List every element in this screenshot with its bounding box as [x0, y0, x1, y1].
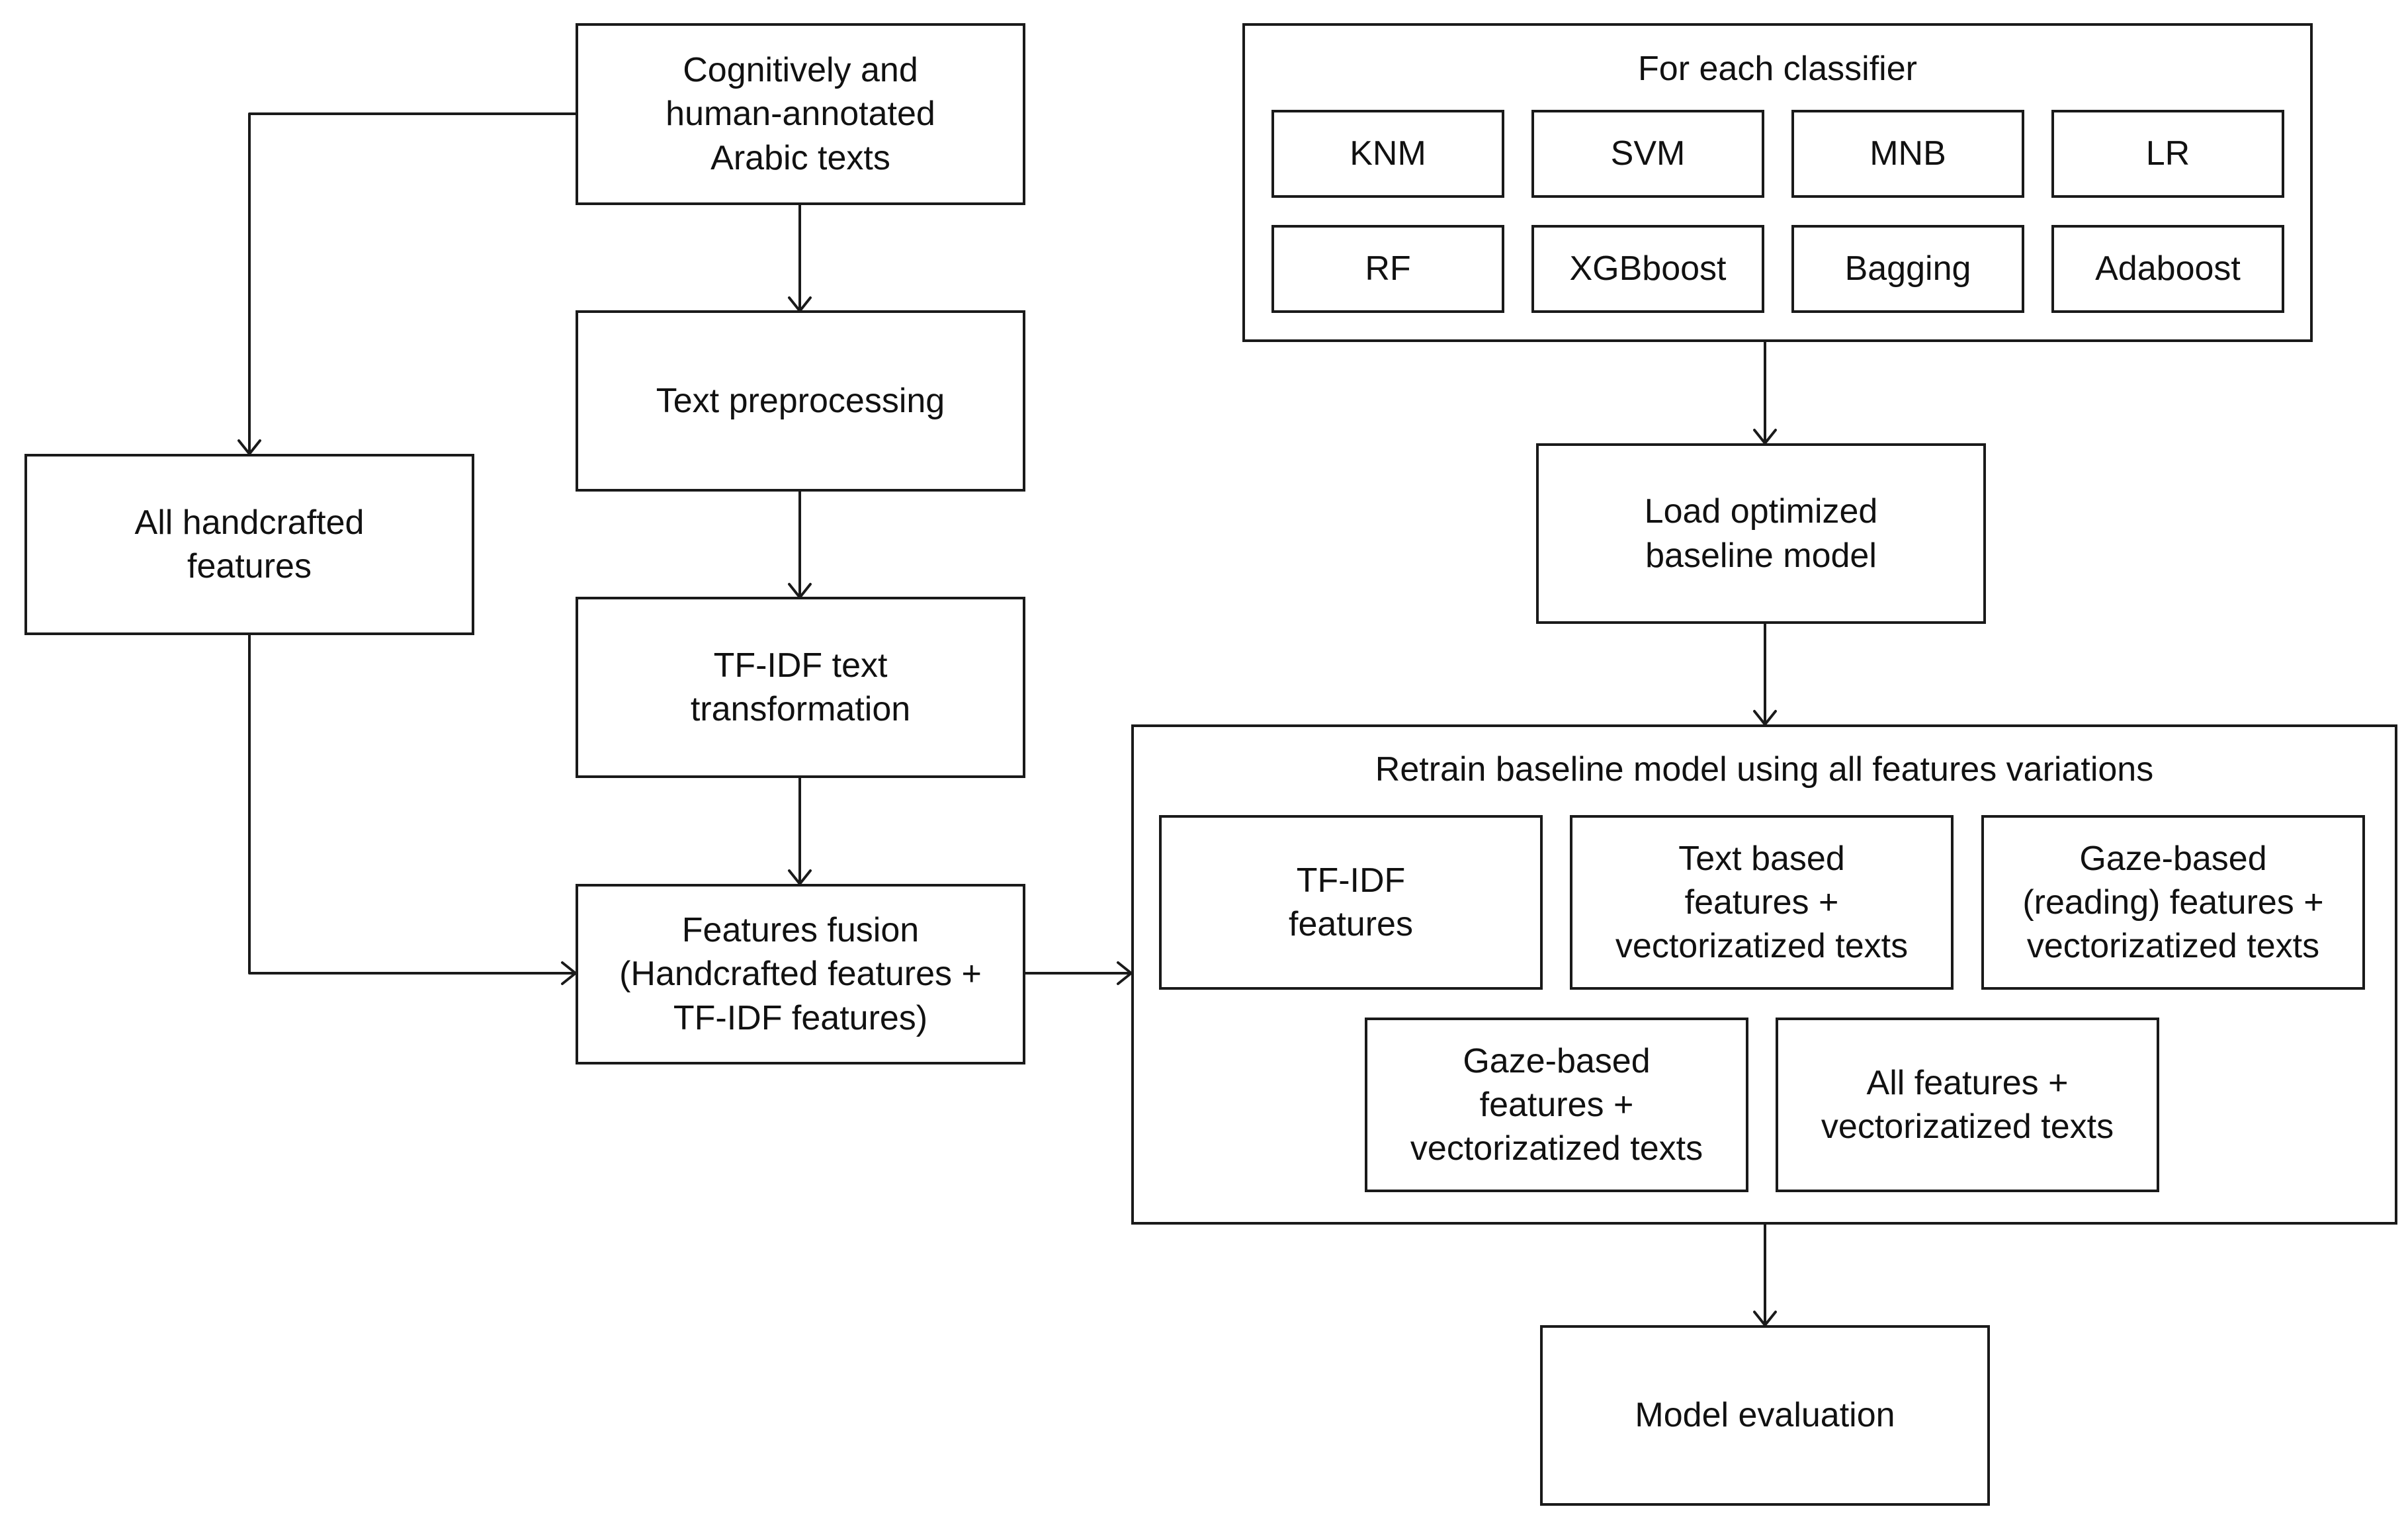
classifier-adaboost: Adaboost: [2051, 225, 2284, 313]
variation-gaze-reading-features: Gaze-based (reading) features + vectoriz…: [1981, 815, 2365, 990]
classifier-xgbboost: XGBboost: [1531, 225, 1764, 313]
node-text-preprocessing: Text preprocessing: [576, 310, 1025, 492]
node-source-texts: Cognitively and human-annotated Arabic t…: [576, 23, 1025, 205]
variation-tfidf-features: TF-IDF features: [1159, 815, 1543, 990]
arrow-handcrafted-to-fusion: [248, 632, 577, 975]
variation-text-based-features: Text based features + vectorizatized tex…: [1570, 815, 1954, 990]
node-tfidf-transformation: TF-IDF text transformation: [576, 597, 1025, 778]
classifier-knm: KNM: [1271, 110, 1504, 198]
classifier-group-title: For each classifier: [1638, 50, 1917, 88]
node-load-optimized-model: Load optimized baseline model: [1536, 443, 1986, 624]
retrain-group-title: Retrain baseline model using all feature…: [1375, 750, 2154, 789]
node-features-fusion: Features fusion (Handcrafted features + …: [576, 884, 1025, 1064]
node-model-evaluation: Model evaluation: [1540, 1325, 1990, 1506]
classifier-svm: SVM: [1531, 110, 1764, 198]
variation-gaze-based-features: Gaze-based features + vectorizatized tex…: [1365, 1018, 1748, 1192]
classifier-bagging: Bagging: [1791, 225, 2024, 313]
classifier-mnb: MNB: [1791, 110, 2024, 198]
classifier-rf: RF: [1271, 225, 1504, 313]
arrow-source-to-handcrafted: [248, 112, 578, 455]
variation-all-features: All features + vectorizatized texts: [1776, 1018, 2159, 1192]
classifier-lr: LR: [2051, 110, 2284, 198]
node-all-handcrafted-features: All handcrafted features: [24, 454, 474, 635]
